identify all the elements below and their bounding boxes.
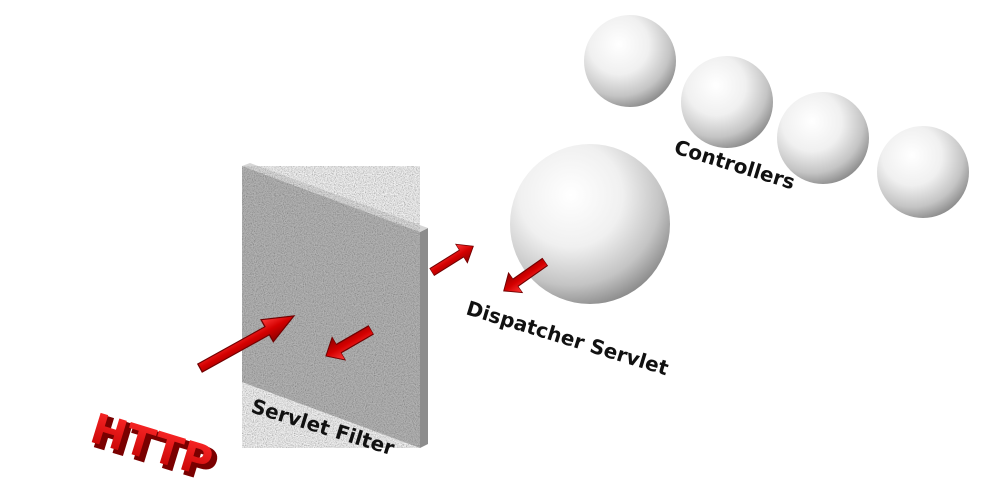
controller-sphere [777, 92, 869, 184]
dispatcher-servlet-label: Dispatcher Servlet [464, 296, 672, 380]
servlet-filter-panel [242, 163, 428, 448]
controller-sphere [681, 56, 773, 148]
forward-arrow-icon [425, 236, 480, 282]
controller-sphere [584, 15, 676, 107]
dispatcher-servlet-sphere [510, 144, 670, 304]
http-label-face: HTTP [85, 404, 218, 487]
controller-sphere [877, 126, 969, 218]
